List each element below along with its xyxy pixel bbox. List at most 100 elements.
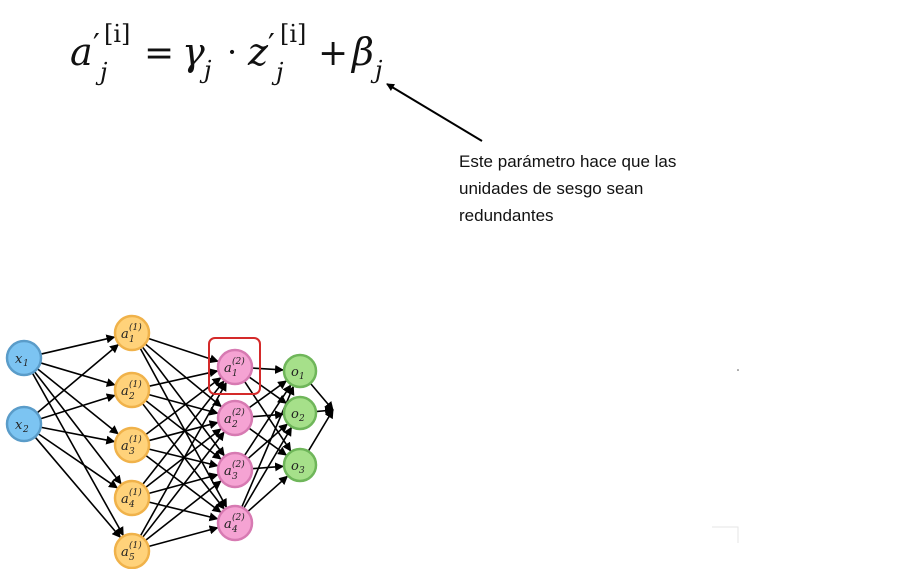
node-label-subscript: 3 [129, 447, 135, 457]
edge-inputs-1-to-hidden1-3 [36, 368, 119, 435]
edge-inputs-2-to-hidden1-1 [36, 343, 119, 414]
highlight-box [208, 337, 261, 395]
edge-output-2-to-aggregate [315, 406, 334, 416]
node-label-subscript: 1 [232, 369, 238, 379]
node-label: a [224, 517, 232, 532]
edge-hidden1-2-to-hidden2-2 [148, 393, 219, 416]
node-label-subscript: 2 [231, 420, 238, 430]
node-circle [113, 479, 151, 517]
node-label-superscript: (1) [129, 379, 142, 390]
node-circle [113, 532, 151, 569]
edge-hidden1-2-to-hidden2-4 [141, 402, 225, 510]
node-label: a [121, 545, 129, 560]
node-label-subscript: 2 [298, 414, 305, 424]
stray-corner-mark [712, 526, 739, 543]
formula-dot: · [227, 33, 237, 71]
formula-plus: + [318, 33, 348, 74]
edge-hidden1-5-to-hidden2-3 [144, 480, 222, 542]
node-label-subscript: 4 [128, 500, 135, 510]
node-circle [113, 371, 151, 409]
formula-equals: = [144, 33, 174, 74]
node-label-subscript: 2 [22, 425, 29, 435]
node-circle [282, 395, 318, 431]
node-label: a [121, 384, 129, 399]
edge-hidden2-3-to-outputs-2 [247, 423, 288, 460]
node-label-subscript: 3 [299, 466, 305, 476]
edge-hidden2-1-to-outputs-1 [251, 364, 285, 374]
node-label-subscript: 5 [129, 553, 135, 563]
node-label: a [121, 439, 129, 454]
edge-inputs-2-to-hidden1-3 [40, 426, 116, 445]
formula-a: a [70, 30, 93, 74]
edge-hidden1-5-to-hidden2-4 [148, 525, 219, 548]
node-label-superscript: (1) [129, 540, 142, 551]
node-label-subscript: 4 [231, 525, 238, 535]
node-label-subscript: 1 [129, 335, 135, 345]
node-label-superscript: (2) [232, 407, 245, 418]
node-circle [216, 451, 254, 489]
annotation-line-1: Este parámetro hace que las [459, 152, 676, 171]
node-label: o [291, 365, 299, 380]
batchnorm-formula: a ′ j [i] = γ j · z ′ j [i] + β j [70, 20, 383, 86]
node-label: a [224, 412, 232, 427]
edge-inputs-1-to-hidden1-5 [31, 372, 124, 537]
node-label: x [15, 418, 23, 433]
node-label-superscript: (1) [129, 322, 142, 333]
node-circle [113, 426, 151, 464]
edge-inputs-2-to-hidden1-5 [34, 436, 121, 539]
node-label-superscript: (2) [232, 356, 245, 367]
edge-hidden1-5-to-hidden2-2 [141, 431, 225, 539]
node-circle [113, 314, 151, 352]
node-circle [282, 447, 318, 483]
edge-hidden1-4-to-hidden2-1 [141, 380, 225, 486]
edge-hidden2-4-to-outputs-3 [247, 475, 289, 513]
annotation-line-2: unidades de sesgo sean [459, 179, 643, 198]
node-circle [282, 353, 318, 389]
stray-dot [737, 369, 739, 371]
edge-inputs-1-to-hidden1-2 [40, 362, 116, 387]
node-label: a [121, 327, 129, 342]
edge-hidden2-4-to-outputs-2 [242, 426, 293, 509]
node-label-superscript: (1) [129, 487, 142, 498]
edge-output-3-to-aggregate [307, 409, 334, 452]
node-label: a [224, 361, 232, 376]
formula-a-superscript: [i] [104, 20, 130, 48]
node-circle [216, 399, 254, 437]
edge-inputs-2-to-hidden1-2 [39, 393, 116, 420]
edge-hidden1-2-to-hidden2-1 [148, 368, 219, 388]
node-label-subscript: 1 [299, 372, 305, 382]
node-label-superscript: (2) [232, 459, 245, 470]
edge-hidden1-1-to-hidden2-2 [144, 343, 222, 408]
formula-z: z [247, 30, 269, 74]
node-label: o [291, 459, 299, 474]
edge-hidden2-3-to-outputs-1 [243, 384, 292, 457]
edge-hidden1-2-to-hidden2-3 [144, 399, 222, 460]
node-label-subscript: 1 [23, 359, 29, 369]
edge-hidden2-2-to-outputs-2 [251, 410, 285, 420]
edge-hidden1-1-to-hidden2-1 [147, 337, 219, 364]
node-label-subscript: 3 [232, 472, 238, 482]
node-label-superscript: (1) [129, 434, 142, 445]
edge-hidden1-5-to-hidden2-1 [139, 381, 227, 537]
formula-z-prime: ′ [268, 28, 275, 63]
edge-hidden2-2-to-outputs-1 [248, 380, 288, 409]
node-circle [216, 504, 254, 542]
edge-hidden1-3-to-hidden2-2 [148, 420, 219, 442]
node-label-subscript: 2 [128, 392, 135, 402]
node-circle [5, 405, 43, 443]
edge-inputs-1-to-hidden1-1 [40, 334, 116, 355]
formula-gamma: γ [182, 30, 205, 74]
node-label: o [291, 407, 299, 422]
